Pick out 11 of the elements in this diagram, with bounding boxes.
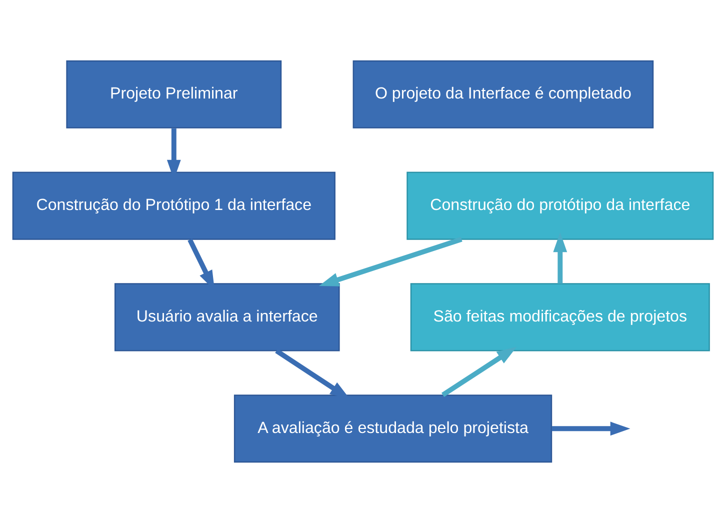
arrow <box>441 346 517 397</box>
node-box: A avaliação é estudada pelo projetista <box>234 394 552 463</box>
node-box: O projeto da Interface é completado <box>352 60 654 128</box>
arrow <box>318 236 462 286</box>
node-box: Usuário avalia a interface <box>114 283 340 352</box>
node-box: Projeto Preliminar <box>66 60 282 128</box>
node-box: Construção do Protótipo 1 da interface <box>12 172 336 240</box>
arrow <box>552 422 630 436</box>
node-box: Construção do protótipo da interface <box>406 172 714 240</box>
arrow <box>553 232 568 284</box>
node-box: São feitas modificações de projetos <box>410 283 710 352</box>
